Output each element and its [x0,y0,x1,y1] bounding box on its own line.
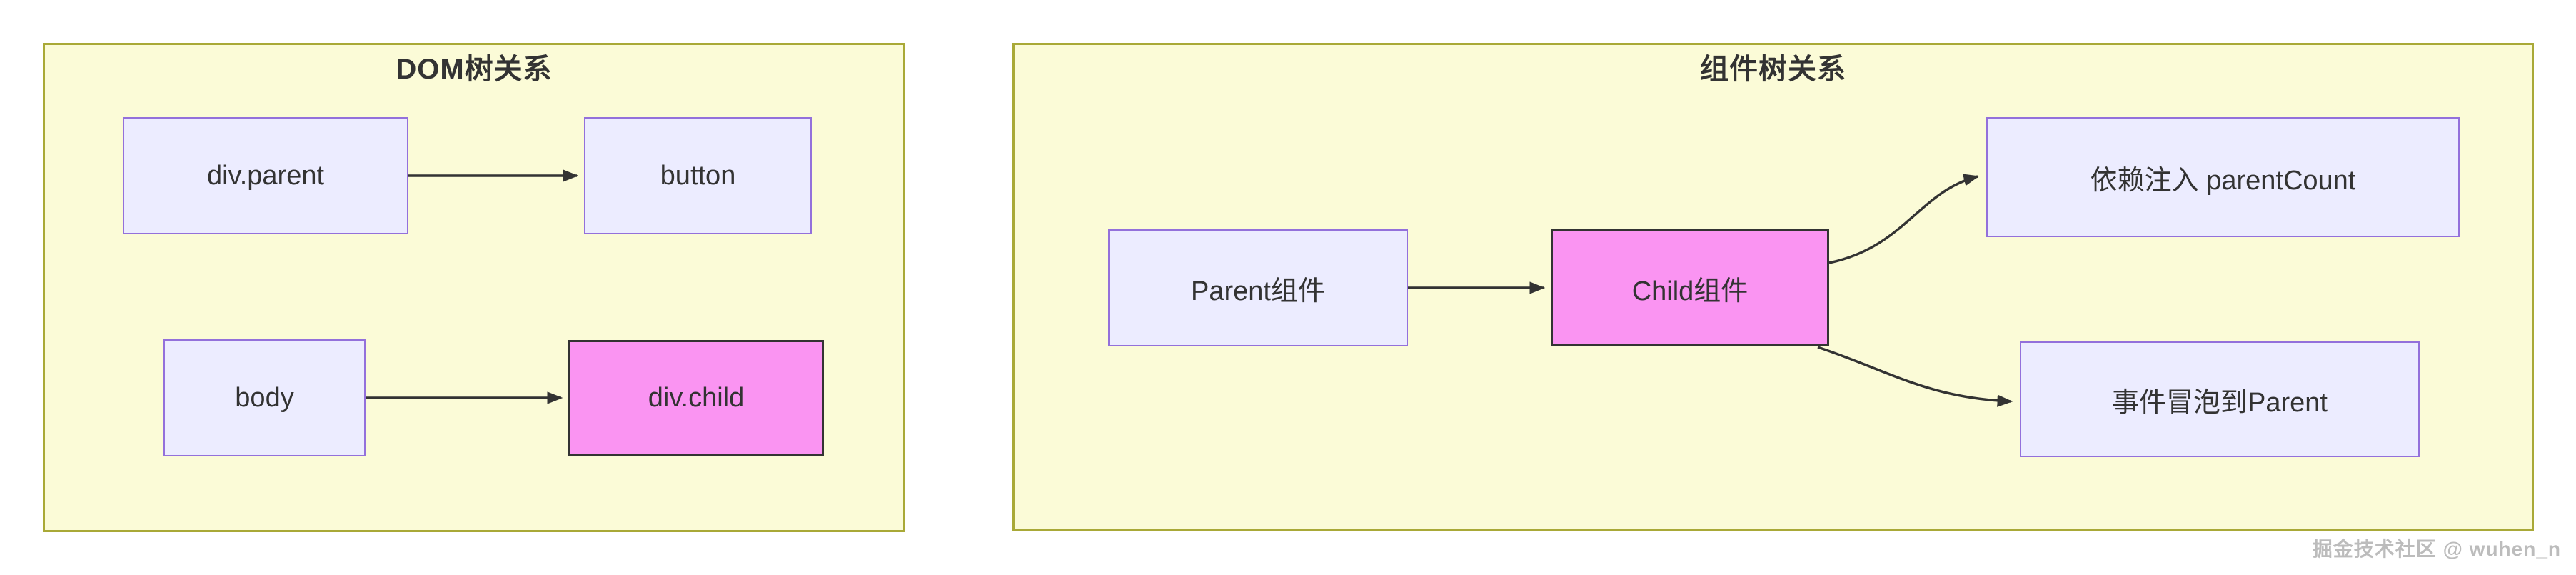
dom-tree-panel-title: DOM树关系 [396,54,553,85]
node-div-child-label: div.child [648,382,745,413]
node-button: button [584,117,812,234]
node-body: body [163,339,366,456]
component-tree-panel-title: 组件树关系 [1700,54,1846,85]
node-dependency-injection: 依赖注入 parentCount [1986,117,2460,237]
node-parent-component: Parent组件 [1108,229,1408,346]
node-child-component-label: Child组件 [1631,276,1749,306]
node-parent-component-label: Parent组件 [1191,276,1325,306]
node-div-parent: div.parent [123,117,408,234]
node-child-component: Child组件 [1551,229,1829,346]
node-div-parent-label: div.parent [206,160,325,191]
node-body-label: body [235,382,294,413]
watermark: 掘金技术社区 @ wuhen_n [2312,538,2561,560]
node-div-child: div.child [568,340,824,456]
node-event-bubble-label: 事件冒泡到Parent [2112,387,2328,418]
node-dependency-injection-label: 依赖注入 parentCount [2090,165,2356,196]
dom-tree-panel: DOM树关系 [43,43,905,532]
node-event-bubble: 事件冒泡到Parent [2020,341,2420,457]
node-button-label: button [660,160,736,191]
